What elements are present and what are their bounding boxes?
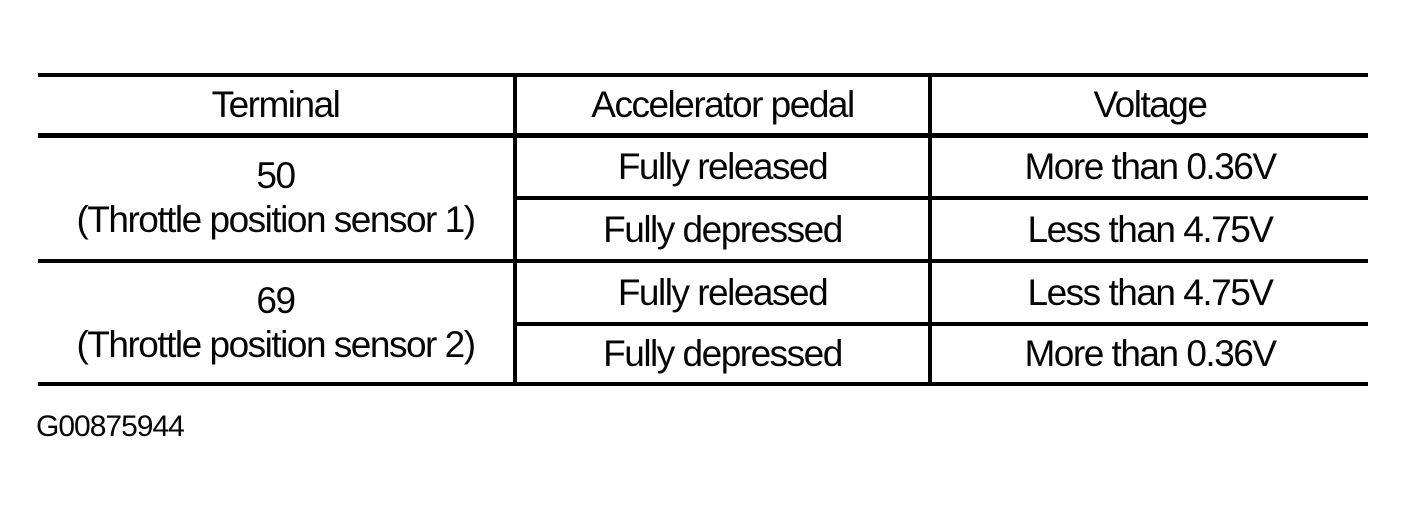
column-header-accelerator-pedal: Accelerator pedal	[513, 75, 930, 135]
table-row: Fully depressed Less than 4.75V	[38, 198, 1368, 261]
cell-terminal-50: 50 (Throttle position sensor 1)	[38, 135, 515, 263]
cell-pedal-state: Fully depressed	[513, 324, 930, 384]
column-header-voltage: Voltage	[928, 75, 1368, 135]
terminal-number: 69	[256, 279, 296, 321]
figure-id: G00875944	[36, 410, 185, 443]
table-row: 50 (Throttle position sensor 1) Fully re…	[38, 135, 1368, 263]
table-header-row: Terminal Accelerator pedal Voltage	[38, 75, 1368, 135]
terminal-note: (Throttle position sensor 1)	[76, 199, 476, 241]
terminal-note: (Throttle position sensor 2)	[76, 323, 476, 365]
cell-voltage-value: More than 0.36V	[928, 324, 1368, 384]
cell-voltage-value: Less than 4.75V	[928, 198, 1368, 261]
table-row: 69 (Throttle position sensor 2) Fully re…	[38, 261, 1368, 386]
cell-terminal-69: 69 (Throttle position sensor 2)	[38, 261, 515, 386]
column-header-terminal: Terminal	[211, 83, 341, 125]
cell-pedal-state: Fully released	[513, 261, 930, 324]
terminal-number: 50	[256, 155, 296, 197]
accelerator-pedal-voltage-table: Terminal Accelerator pedal Voltage 50 (T…	[38, 73, 1368, 386]
cell-pedal-state: Fully released	[513, 135, 930, 198]
cell-voltage-value: Less than 4.75V	[928, 261, 1368, 324]
cell-pedal-state: Fully depressed	[513, 198, 930, 261]
table-row: Fully depressed More than 0.36V	[38, 324, 1368, 384]
cell-voltage-value: More than 0.36V	[928, 135, 1368, 198]
